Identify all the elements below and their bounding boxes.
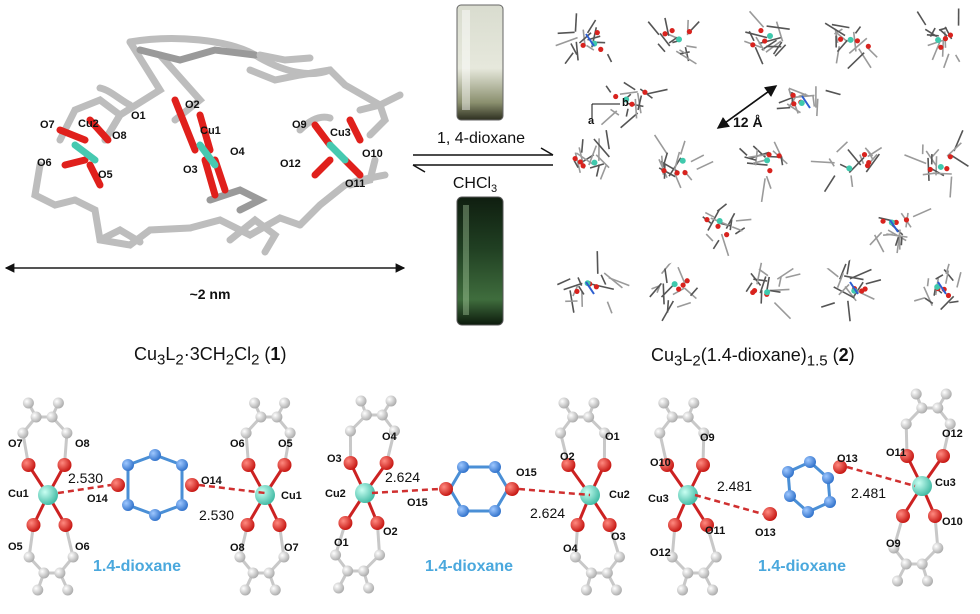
p3-dist-left: 2.481 xyxy=(717,478,752,494)
reverse-condition: CHCl3 xyxy=(453,175,497,195)
bottom-panel-2: 2.624 2.624 1.4-dioxane O3 O4 Cu2 O15 O1… xyxy=(325,395,630,596)
p2-o1: O1 xyxy=(334,537,349,549)
p3-o10r: O10 xyxy=(942,516,963,528)
p1-o14b: O14 xyxy=(201,475,223,487)
p3-dist-right: 2.481 xyxy=(851,485,886,501)
p3-o9: O9 xyxy=(700,432,715,444)
p3-o13b: O13 xyxy=(837,453,858,465)
pore-size-label: 12 Å xyxy=(733,114,763,130)
compound-2-formula: Cu3L2(1.4-dioxane)1.5 (2) xyxy=(651,345,855,370)
p1-ligand-label: 1.4-dioxane xyxy=(93,558,181,575)
cu3-site-right xyxy=(888,388,956,587)
axis-indicator: b a xyxy=(588,97,629,127)
p3-o13a: O13 xyxy=(755,527,776,539)
axis-b-label: b xyxy=(622,97,629,109)
p1-o6r: O6 xyxy=(230,438,245,450)
p3-o11r: O11 xyxy=(886,447,906,459)
p2-o3: O3 xyxy=(327,453,342,465)
p2-o2: O2 xyxy=(383,526,398,538)
bottom-panel-3: 2.481 2.481 1.4-dioxane O9 O10 Cu3 O12 O… xyxy=(648,388,963,596)
p1-o14a: O14 xyxy=(87,493,109,505)
p2-o2r: O2 xyxy=(560,451,575,463)
o8-label: O8 xyxy=(112,130,127,142)
p1-o5r: O5 xyxy=(278,438,293,450)
o4-label: O4 xyxy=(230,146,246,158)
o1-label: O1 xyxy=(131,110,146,122)
p2-dist-top: 2.624 xyxy=(385,469,420,485)
axis-a-label: a xyxy=(588,115,595,127)
dioxane-ring-2 xyxy=(439,461,519,517)
p1-dist-top: 2.530 xyxy=(68,470,103,486)
p2-o4: O4 xyxy=(382,431,398,443)
p3-cu3-right: Cu3 xyxy=(935,477,956,489)
p1-dist-bottom: 2.530 xyxy=(199,507,234,523)
cu2-site-right xyxy=(555,397,625,596)
p2-cu2-right: Cu2 xyxy=(609,489,630,501)
vial-chloroform xyxy=(456,196,504,326)
p2-o15a: O15 xyxy=(407,497,428,509)
dioxane-ring-3 xyxy=(763,456,847,521)
p2-ligand-label: 1.4-dioxane xyxy=(425,558,513,575)
o5-label: O5 xyxy=(98,169,113,181)
equilibrium-arrows: 1, 4-dioxane CHCl3 xyxy=(412,130,554,195)
o10-label: O10 xyxy=(362,148,383,160)
p1-cu1-right: Cu1 xyxy=(281,490,302,502)
o9-label: O9 xyxy=(292,119,307,131)
p2-o1r: O1 xyxy=(605,431,620,443)
p1-cu1-left: Cu1 xyxy=(8,488,29,500)
p2-o15b: O15 xyxy=(516,467,537,479)
p3-o9r: O9 xyxy=(886,538,901,550)
cu2-label: Cu2 xyxy=(78,118,99,130)
cu1-label: Cu1 xyxy=(200,125,221,137)
size-label: ~2 nm xyxy=(190,286,231,302)
o6-label: O6 xyxy=(37,157,52,169)
cage-molecule: O1 O2 Cu1 O4 O3 O7 Cu2 O8 O6 O5 O9 Cu3 O… xyxy=(31,35,404,256)
o11-label: O11 xyxy=(345,178,365,190)
cu3-site-left xyxy=(654,397,722,596)
p2-cu2-left: Cu2 xyxy=(325,488,346,500)
size-scale-arrow: ~2 nm xyxy=(4,263,406,302)
p3-o10: O10 xyxy=(650,457,671,469)
o2-label: O2 xyxy=(185,99,200,111)
p2-o4r: O4 xyxy=(563,543,579,555)
p1-o8: O8 xyxy=(75,438,90,450)
p2-dist-bottom: 2.624 xyxy=(530,505,565,521)
p2-o3r: O3 xyxy=(611,531,626,543)
p3-o12: O12 xyxy=(650,547,671,559)
compound-1-formula: Cu3L2·3CH2Cl2 (1) xyxy=(134,344,287,369)
p1-o7: O7 xyxy=(8,438,23,450)
p3-o12r: O12 xyxy=(942,428,963,440)
p1-o8r: O8 xyxy=(230,542,245,554)
p1-o7r: O7 xyxy=(284,542,299,554)
framework-packing xyxy=(555,8,969,322)
p3-cu3-left: Cu3 xyxy=(648,493,669,505)
dioxane-ring-1 xyxy=(111,449,199,521)
cu2-site-left xyxy=(330,395,400,594)
p1-o5: O5 xyxy=(8,541,23,553)
bottom-panel-1: 2.530 2.530 1.4-dioxane O7 O8 Cu1 O14 O5… xyxy=(8,397,302,596)
o3-label: O3 xyxy=(183,164,198,176)
pore-dimension: 12 Å xyxy=(716,85,778,130)
vial-dioxane xyxy=(456,4,504,121)
p3-ligand-label: 1.4-dioxane xyxy=(758,558,846,575)
cu3-label: Cu3 xyxy=(330,127,351,139)
p1-o6: O6 xyxy=(75,541,90,553)
o7-label: O7 xyxy=(40,119,55,131)
forward-condition: 1, 4-dioxane xyxy=(437,130,525,147)
p3-o11: O11 xyxy=(705,525,725,537)
cu1-site-left xyxy=(17,397,79,596)
cu1-site-right xyxy=(234,397,296,596)
o12-label: O12 xyxy=(280,158,301,170)
